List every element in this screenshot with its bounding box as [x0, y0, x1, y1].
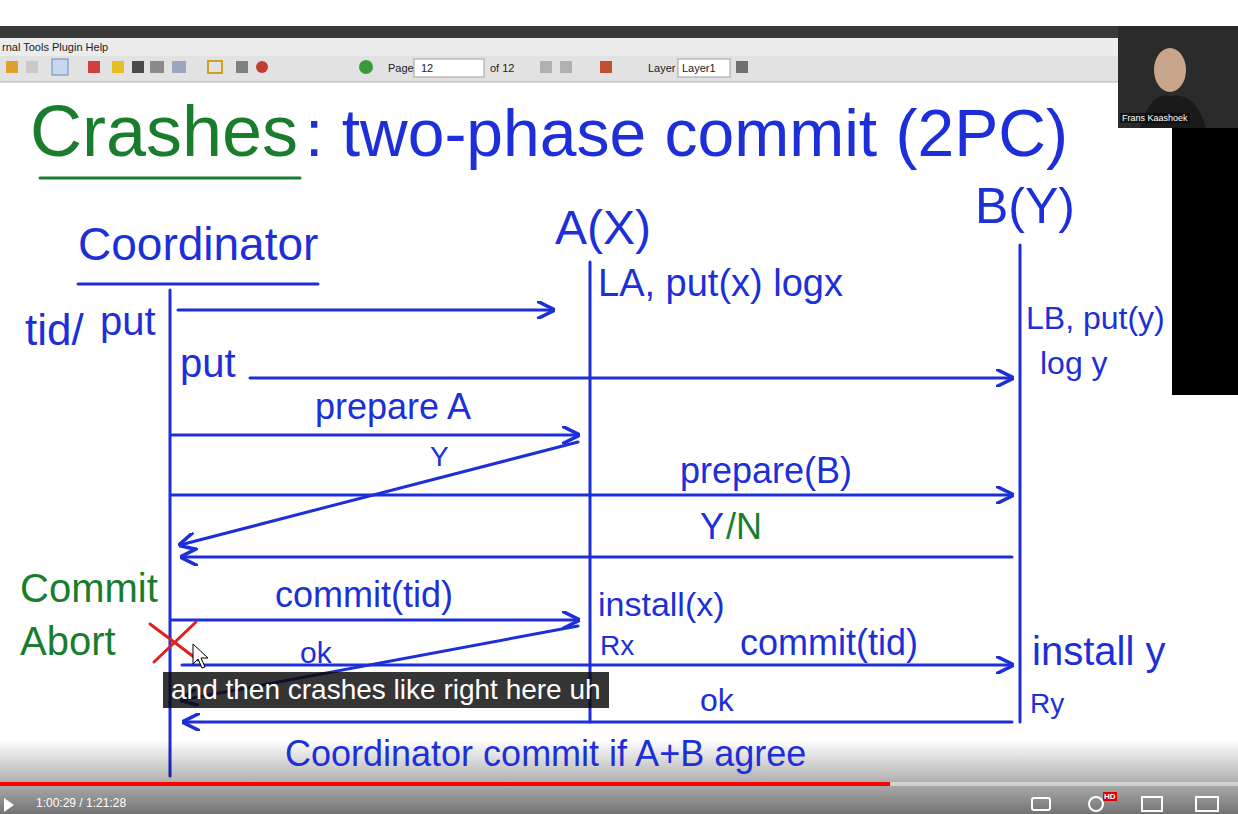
- tool-icon: [600, 61, 612, 73]
- captions-icon: [1032, 798, 1050, 810]
- title-underline: [40, 177, 300, 180]
- progress-track: [0, 782, 1238, 786]
- lifeline: [1019, 245, 1022, 722]
- participant-name: A(X): [555, 200, 651, 255]
- hd-badge: HD: [1103, 792, 1117, 801]
- message-label: commit(tid): [740, 622, 918, 663]
- layer-name: Layer1: [682, 62, 716, 75]
- decision-label: Abort: [20, 618, 116, 664]
- page-number: 12: [421, 62, 433, 75]
- menu-bar: [0, 38, 1118, 56]
- message-label: prepare A: [315, 386, 471, 427]
- tool-icon: [736, 61, 748, 73]
- install-note: install y: [1032, 628, 1165, 674]
- reply-label: ok: [300, 636, 332, 671]
- tool-icon: [112, 61, 124, 73]
- header-underline: [78, 283, 318, 286]
- reply-arrow: [182, 556, 1012, 559]
- presenter-face: [1154, 48, 1186, 92]
- tool-icon: [560, 61, 572, 73]
- tool-icon: [540, 61, 552, 73]
- tool-icon: [359, 60, 373, 74]
- webcam-frame: [1118, 26, 1238, 128]
- fullscreen-icon: [1196, 797, 1218, 811]
- tool-icon: [256, 61, 268, 73]
- participant-name: Coordinator: [78, 218, 318, 271]
- message-arrow: [172, 434, 578, 437]
- message-arrow: [178, 309, 553, 312]
- tool-icon: [236, 61, 248, 73]
- tool-icon: [208, 61, 222, 73]
- page-box: [414, 59, 484, 77]
- message-label: commit(tid): [275, 574, 453, 615]
- message-label: tid/: [25, 305, 84, 356]
- vote-label: Y: [430, 441, 449, 473]
- vote-label: Y: [700, 506, 724, 547]
- tool-icon: [132, 61, 144, 73]
- menu-bar-text: rnal Tools Plugin Help: [2, 41, 108, 54]
- title-word: Crashes: [30, 90, 298, 173]
- progress-played: [0, 782, 890, 786]
- log-note: LB, put(y): [1026, 300, 1165, 337]
- participant-name: B(Y): [975, 178, 1075, 236]
- tool-icon: [52, 59, 68, 75]
- message-label: put: [180, 340, 236, 386]
- message-arrow: [250, 377, 1012, 380]
- log-note: LA, put(x) logx: [598, 262, 843, 306]
- presenter-name: Frans Kaashoek: [1120, 113, 1190, 123]
- reply-label: ok: [700, 682, 734, 719]
- tool-bar: [0, 56, 1118, 82]
- settings-icon: [1089, 797, 1103, 811]
- tool-icon: [26, 61, 38, 73]
- page-count: of 12: [490, 62, 514, 75]
- message-arrow: [172, 619, 578, 622]
- lifeline: [589, 262, 592, 722]
- tool-icon: [172, 61, 186, 73]
- recovery-note: Rx: [600, 630, 634, 662]
- toolbar-icons: [6, 59, 748, 77]
- sequence-drawing: [40, 178, 1020, 776]
- layer-box: [678, 59, 730, 77]
- tool-icon: [6, 61, 18, 73]
- miniplayer-icon: [1142, 797, 1162, 811]
- play-icon: [4, 798, 14, 812]
- subtitle: and then crashes like right here uh: [163, 672, 609, 708]
- reply-arrow: [184, 721, 1012, 724]
- webcam-band: [1172, 128, 1238, 395]
- message-arrow: [172, 494, 1012, 497]
- recovery-note: Ry: [1030, 688, 1064, 720]
- title-strip: [0, 26, 1118, 38]
- decision-label: Commit: [20, 565, 158, 611]
- message-label: put: [100, 298, 156, 344]
- video-time: 1:00:29 / 1:21:28: [36, 797, 126, 811]
- toolbar-label: Page: [388, 62, 414, 75]
- rule-note: Coordinator commit if A+B agree: [285, 733, 806, 774]
- log-note: log y: [1040, 345, 1108, 382]
- tool-icon: [88, 61, 100, 73]
- vote-label: /N: [726, 506, 762, 547]
- install-note: install(x): [598, 585, 725, 624]
- toolbar-label: Layer: [648, 62, 676, 75]
- mouse-cursor: [193, 644, 208, 668]
- toolbar-border: [0, 82, 1118, 83]
- title-text: : two-phase commit (2PC): [305, 96, 1068, 172]
- message-label: prepare(B): [680, 450, 852, 491]
- tool-icon: [150, 61, 164, 73]
- crash-mark: [150, 622, 198, 662]
